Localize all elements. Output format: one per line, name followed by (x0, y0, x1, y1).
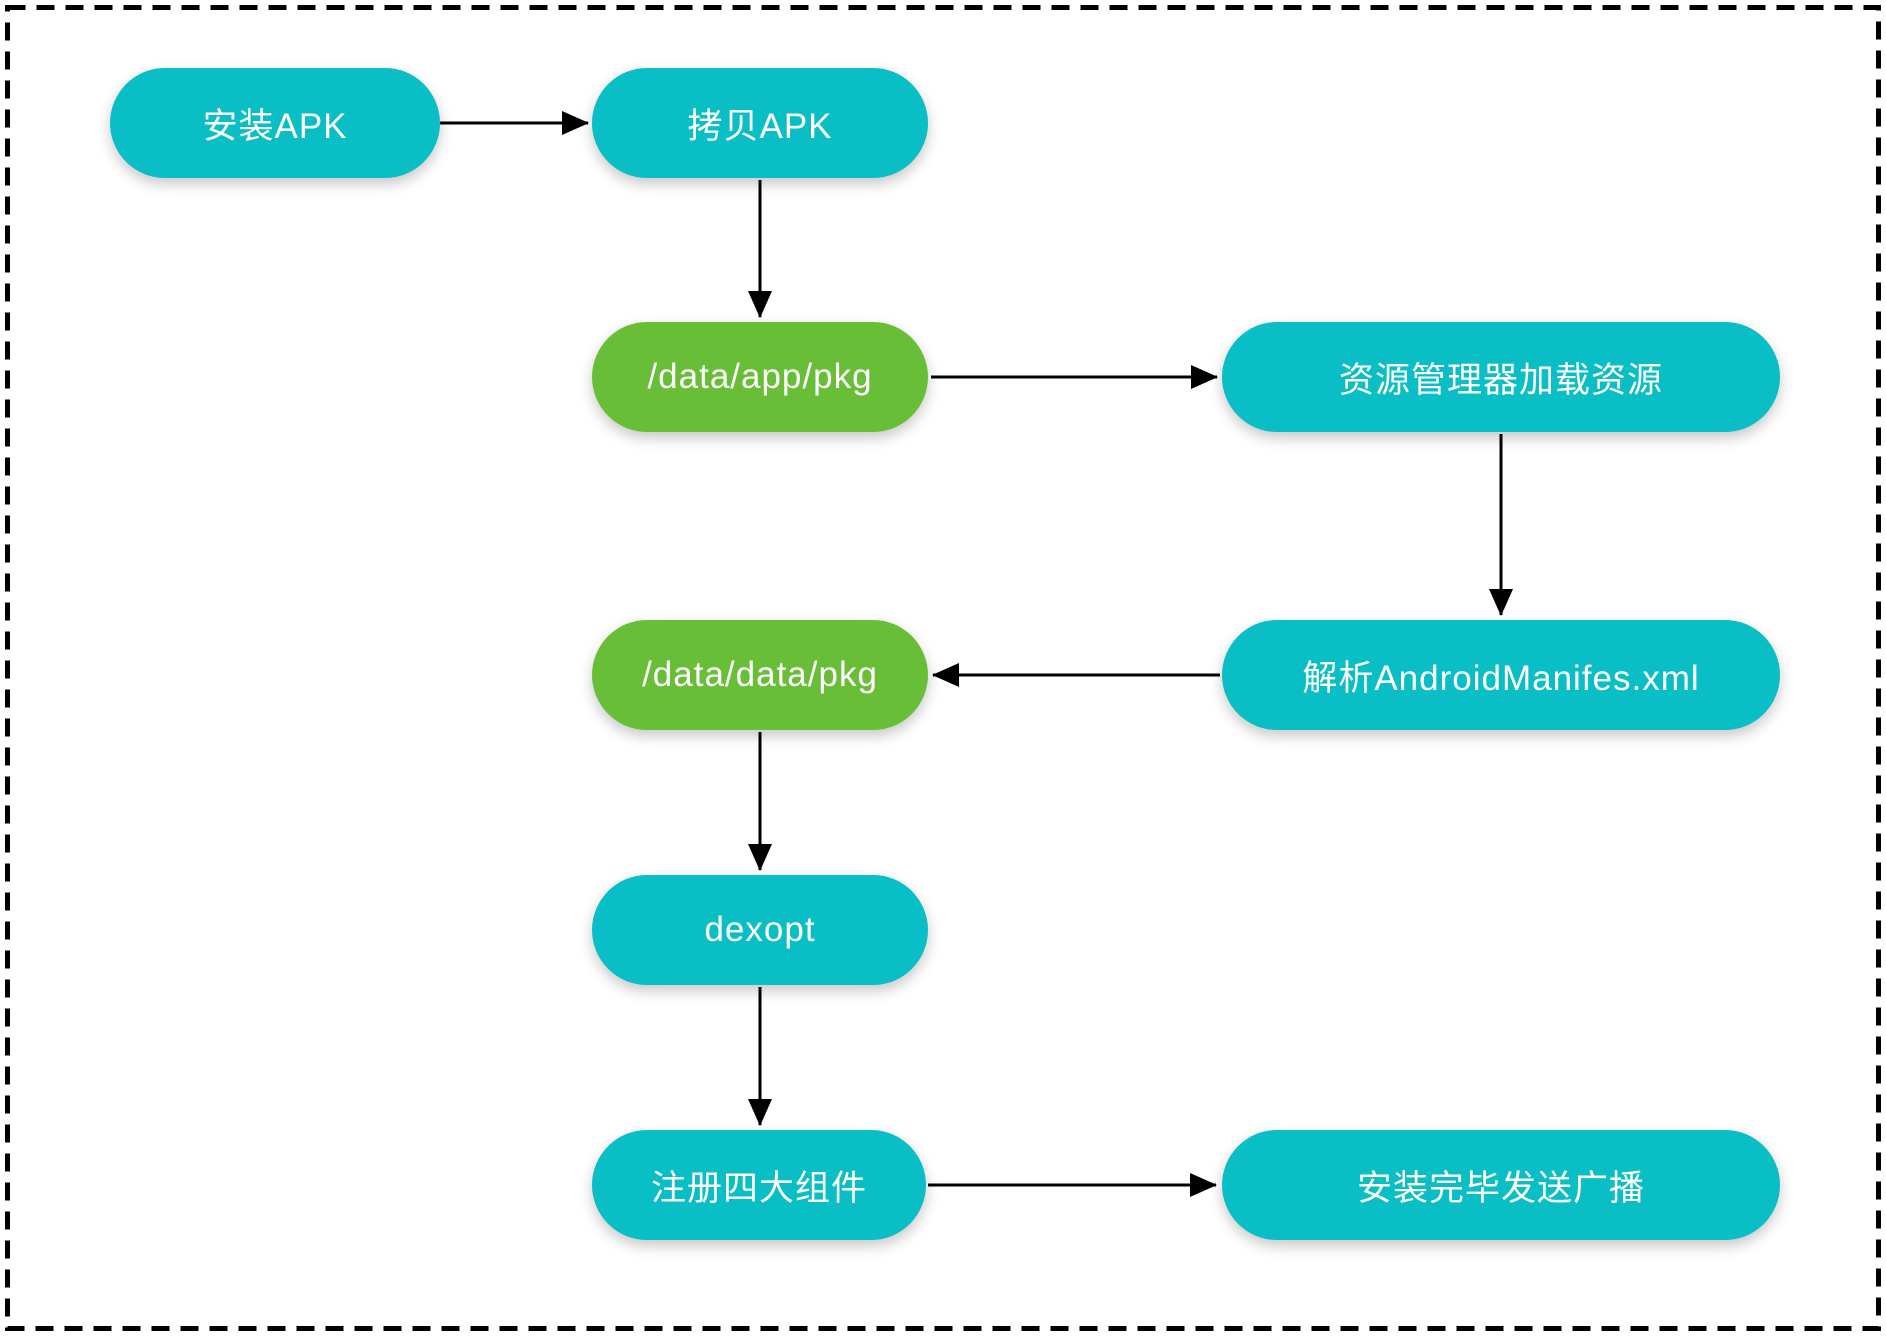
node-register-components: 注册四大组件 (592, 1130, 926, 1240)
node-dexopt: dexopt (592, 875, 928, 985)
node-data-app-pkg: /data/app/pkg (592, 322, 928, 432)
node-copy-apk: 拷贝APK (592, 68, 928, 178)
dashed-border (5, 5, 1881, 1331)
node-resource-manager: 资源管理器加载资源 (1222, 322, 1780, 432)
node-install-apk: 安装APK (110, 68, 440, 178)
node-send-broadcast: 安装完毕发送广播 (1222, 1130, 1780, 1240)
node-parse-manifest: 解析AndroidManifes.xml (1222, 620, 1780, 730)
node-data-data-pkg: /data/data/pkg (592, 620, 928, 730)
